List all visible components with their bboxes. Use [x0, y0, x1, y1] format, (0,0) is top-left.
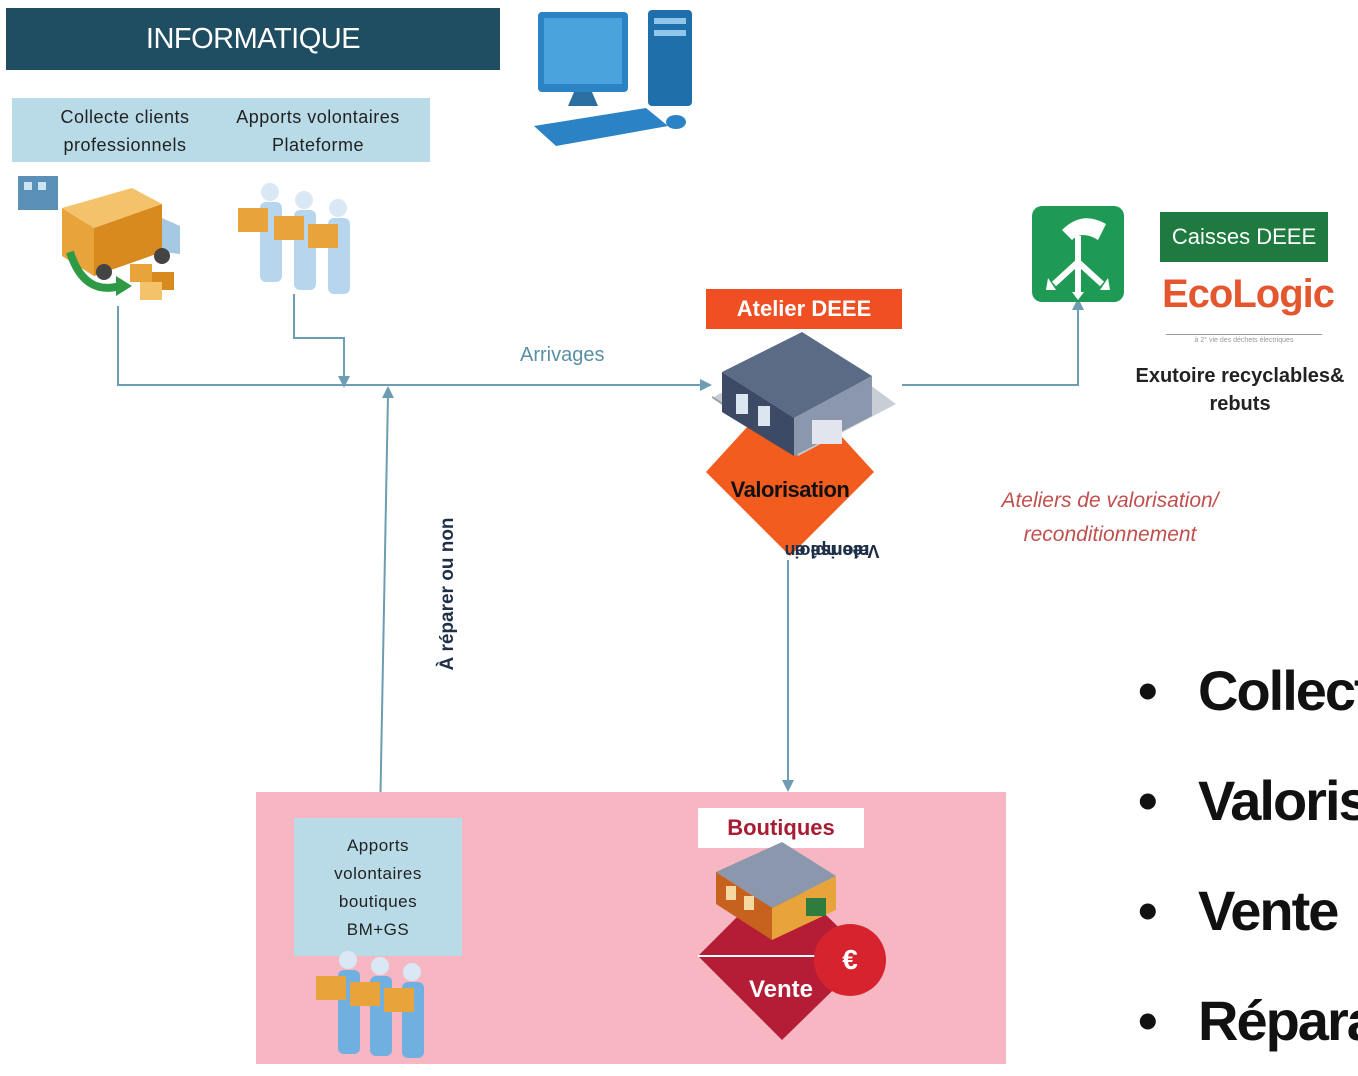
bullet-item: Vente: [1138, 856, 1358, 966]
bullet-item: Collecte: [1138, 636, 1358, 746]
ateliers-note: Ateliers de valorisation/ reconditionnem…: [1001, 489, 1219, 546]
valorisation-diamond: [706, 332, 896, 556]
workers-shop-icon: [316, 951, 424, 1058]
apports-boutiques-box: Apports volontaires boutiques BM+GS: [294, 818, 462, 956]
ecologic-logo: EcoLogic: [1162, 272, 1335, 316]
boutiques-label: Boutiques: [698, 808, 864, 848]
source-box: [12, 98, 430, 162]
bullet-item: Valorisation: [1138, 746, 1358, 856]
arrivages-label: Arrivages: [520, 344, 605, 366]
caisses-deee-label: Caisses DEEE: [1160, 212, 1328, 262]
vente-diamond: [698, 842, 868, 1040]
source-apports-label: Apports volontaires Plateforme: [236, 107, 400, 155]
ecologic-tagline: à 2° vie des déchets électriques: [1166, 334, 1322, 344]
atelier-label: Atelier DEEE: [706, 289, 902, 329]
source-collecte-label: Collecte clients professionnels: [60, 107, 190, 155]
bullet-item: Réparation: [1138, 966, 1358, 1076]
recycling-hand-icon: [1032, 206, 1124, 302]
workers-icon: [238, 183, 350, 294]
bullet-list: Collecte Valorisation Vente Réparation: [1138, 636, 1358, 1076]
delivery-truck-icon: [18, 176, 180, 300]
valorisation-label: Valorisation: [730, 477, 850, 502]
header-title: INFORMATIQUE: [6, 8, 500, 70]
vente-label: Vente: [748, 976, 814, 1003]
exutoire-label: Exutoire recyclables& rebuts: [1135, 365, 1345, 415]
computer-icon: [534, 10, 692, 146]
euro-icon: €: [814, 924, 886, 996]
